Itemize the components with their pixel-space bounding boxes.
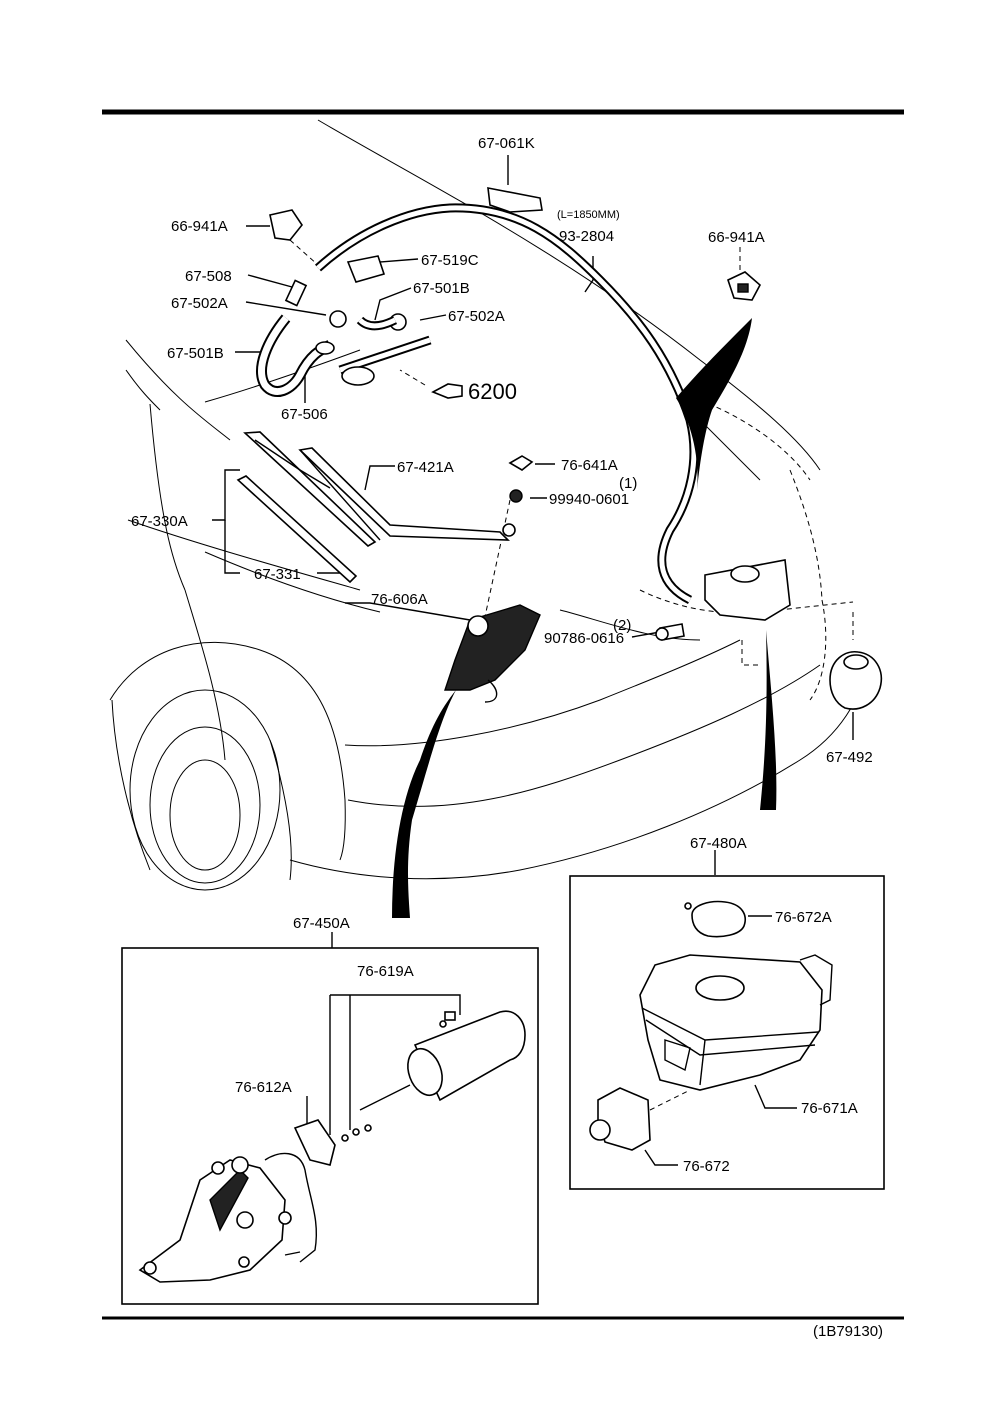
hose-clip-left (269, 209, 303, 241)
label-67-501B-upper: 67-501B (413, 280, 470, 297)
label-66-941A-right: 66-941A (708, 229, 765, 246)
label-93-2804: 93-2804 (559, 228, 614, 245)
nozzle-cap-part (487, 187, 543, 213)
label-76-672: 76-672 (683, 1158, 730, 1175)
wiper-motor-on-body (444, 604, 541, 703)
label-90786-0616: 90786-0616 (544, 630, 624, 647)
label-99940-0601: 99940-0601 (549, 491, 629, 508)
box-67-480A (569, 875, 885, 1190)
label-67-502A-right: 67-502A (448, 308, 505, 325)
nut-99940-0601 (502, 489, 523, 537)
hose-clip-right (727, 271, 762, 301)
washer-hose-93-2804 (314, 203, 699, 605)
label-76-641A: 76-641A (561, 457, 618, 474)
label-qty-2: (2) (613, 617, 631, 634)
wiper-rubber-67-331 (236, 475, 358, 584)
bolt-90786-0616 (655, 623, 685, 641)
label-67-501B-left: 67-501B (167, 345, 224, 362)
label-67-492: 67-492 (826, 749, 873, 766)
joint-67-519C (346, 255, 386, 283)
diagram-code: (1B79130) (813, 1323, 883, 1340)
wiper-blade-67-330A (243, 431, 377, 547)
part-labels: 67-061K 66-941A (L=1850MM) 93-2804 66-94… (131, 135, 883, 1340)
hose-67-501B (256, 314, 432, 397)
tank-assembly-67-480A (589, 900, 833, 1151)
label-67-519C: 67-519C (421, 252, 479, 269)
box-67-450A (121, 947, 539, 1305)
label-hose-length: (L=1850MM) (557, 209, 620, 221)
label-6200: 6200 (468, 379, 517, 404)
label-76-619A: 76-619A (357, 963, 414, 980)
pointer-arrows (392, 318, 777, 918)
label-76-672A: 76-672A (775, 909, 832, 926)
motor-assembly-67-450A (138, 1010, 526, 1283)
label-67-450A: 67-450A (293, 915, 350, 932)
label-67-061K: 67-061K (478, 135, 535, 152)
arrow-6200-icon (431, 383, 463, 399)
joint-67-506 (315, 341, 375, 386)
label-67-331: 67-331 (254, 566, 301, 583)
label-qty-1: (1) (619, 475, 637, 492)
cap-76-641A (508, 455, 534, 471)
label-67-330A: 67-330A (131, 513, 188, 530)
check-valve-67-508 (284, 279, 308, 307)
label-67-502A-left: 67-502A (171, 295, 228, 312)
joint-67-502A-left (329, 310, 347, 328)
wiper-arm-67-421A (298, 447, 510, 541)
label-67-506: 67-506 (281, 406, 328, 423)
label-67-421A: 67-421A (397, 459, 454, 476)
car-body-outline (109, 119, 871, 891)
label-76-612A: 76-612A (235, 1079, 292, 1096)
grommet-67-492 (829, 651, 882, 710)
label-76-671A: 76-671A (801, 1100, 858, 1117)
label-67-508: 67-508 (185, 268, 232, 285)
label-66-941A-left: 66-941A (171, 218, 228, 235)
label-76-606A: 76-606A (371, 591, 428, 608)
label-67-480A: 67-480A (690, 835, 747, 852)
washer-tank-on-body (704, 559, 791, 621)
